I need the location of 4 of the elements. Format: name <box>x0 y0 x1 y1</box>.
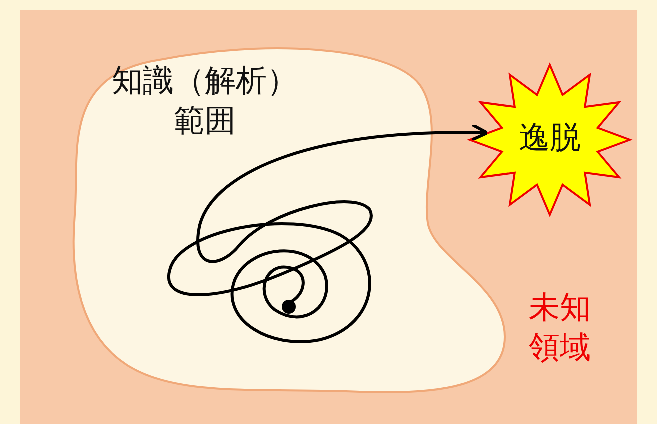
spiral-arrow <box>168 124 489 344</box>
region-label: 知識（解析）範囲 <box>111 62 299 141</box>
burst-label: 逸脱 <box>518 119 582 158</box>
region-label: 未知領域 <box>528 289 592 368</box>
